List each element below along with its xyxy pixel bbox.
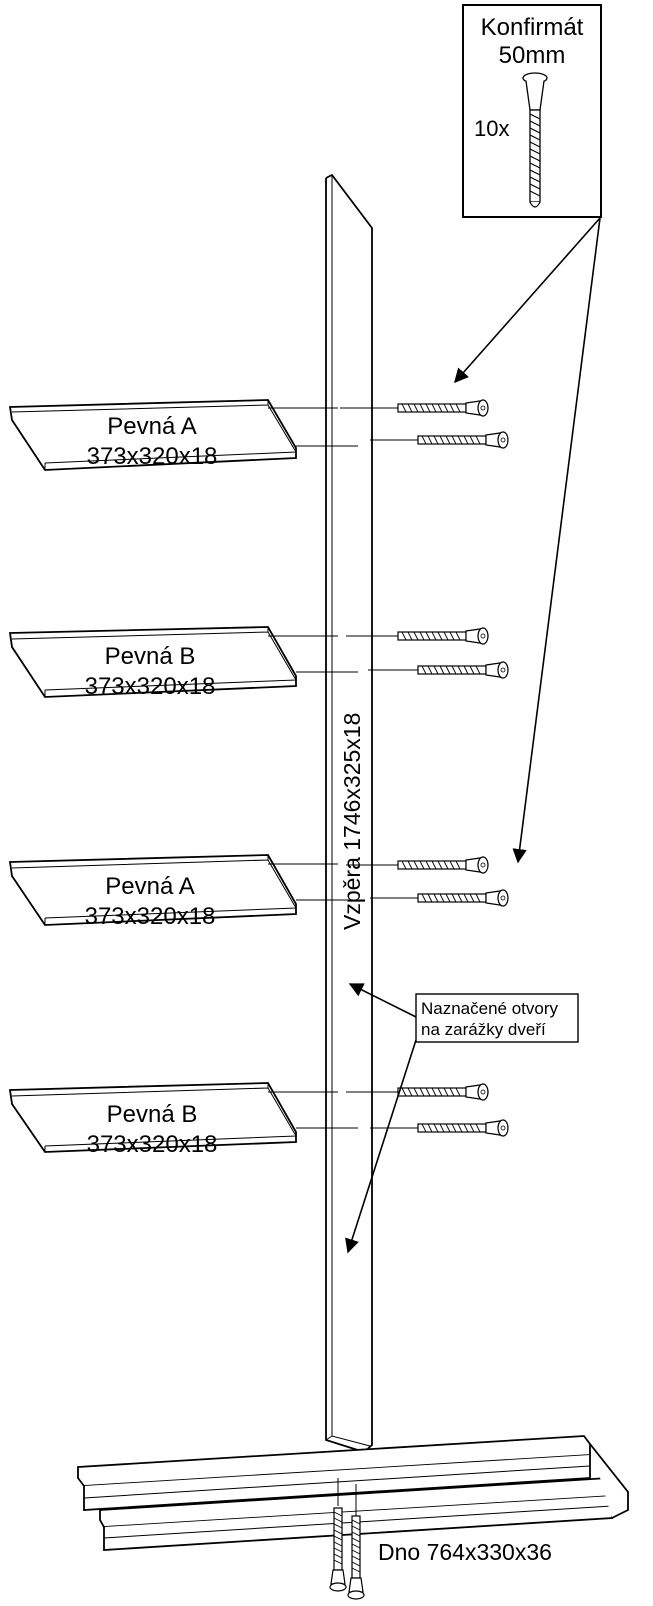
shelf-2-name: Pevná B (105, 643, 196, 670)
base-label: Dno 764x330x36 (378, 1539, 552, 1565)
confirmat-screw-icon (522, 72, 548, 208)
base-screws (329, 1478, 365, 1600)
shelf-3-name: Pevná A (105, 873, 194, 900)
shelf-4: Pevná B 373x320x18 (8, 1082, 358, 1158)
note-box: Naznačené otvory na zarážky dveří (415, 993, 579, 1043)
pointer-arrow (345, 1039, 417, 1254)
pointer-arrow (512, 217, 601, 864)
shelf-1-dims: 373x320x18 (87, 443, 218, 470)
note-line-1: Naznačené otvory (421, 999, 559, 1018)
shelf-1: Pevná A 373x320x18 (8, 399, 358, 471)
shelf-2-dims: 373x320x18 (85, 673, 216, 700)
hardware-title: Konfirmát (481, 14, 584, 41)
shelf-2: Pevná B 373x320x18 (8, 626, 358, 700)
upright-panel: Vzpěra 1746x325x18 (325, 173, 373, 1500)
shelf-4-name: Pevná B (107, 1101, 198, 1128)
hardware-size: 50mm (499, 42, 566, 69)
shelf-1-name: Pevná A (107, 413, 196, 440)
hardware-quantity: 10x (474, 116, 509, 141)
shelf-3: Pevná A 373x320x18 (8, 854, 358, 930)
shelf-3-dims: 373x320x18 (85, 903, 216, 930)
confirmat-screws (340, 399, 509, 1137)
upright-label: Vzpěra 1746x325x18 (339, 713, 365, 930)
note-line-2: na zarážky dveří (421, 1020, 546, 1039)
hardware-box: Konfirmát 50mm 10x (462, 4, 602, 218)
pointer-arrow (348, 983, 417, 1018)
pointer-arrow (454, 217, 601, 384)
shelf-4-dims: 373x320x18 (87, 1131, 218, 1158)
